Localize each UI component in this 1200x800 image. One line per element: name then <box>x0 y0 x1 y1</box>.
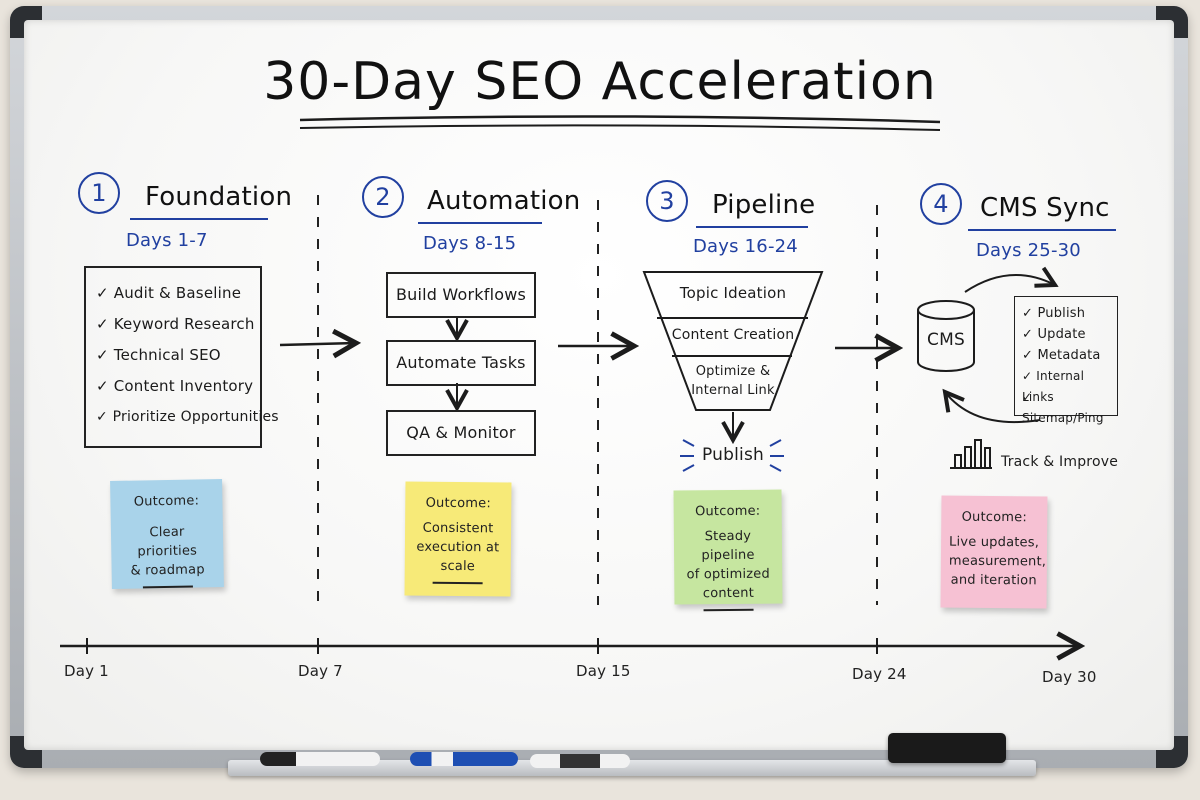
checkmark-icon: ✓ <box>1022 348 1038 363</box>
phase-number: 4 <box>920 183 962 225</box>
phase-arrow <box>279 343 356 345</box>
phase-underline <box>418 222 542 224</box>
cms-label: CMS <box>927 330 965 350</box>
phase-number: 1 <box>78 172 120 214</box>
checklist-item: ✓ Content Inventory <box>96 377 254 395</box>
automation-step: Automate Tasks <box>386 340 536 386</box>
cms-action: ✓ Update <box>1022 327 1086 342</box>
phase-title: Automation <box>427 186 581 216</box>
cycle-arrow <box>964 275 1055 293</box>
phase-number: 3 <box>646 180 688 222</box>
timeline-label: Day 30 <box>1042 668 1097 686</box>
title-underline <box>299 115 941 124</box>
checkmark-icon: ✓ <box>96 284 114 302</box>
checklist-item: ✓ Keyword Research <box>96 315 255 333</box>
checkmark-icon: ✓ <box>1022 369 1037 383</box>
pipeline-funnel <box>642 271 824 411</box>
phase-days: Days 8-15 <box>423 233 517 254</box>
timeline-label: Day 7 <box>298 662 343 680</box>
timeline-label: Day 24 <box>852 665 907 683</box>
phase-days: Days 1-7 <box>126 230 208 251</box>
checklist-item: ✓ Audit & Baseline <box>96 284 242 302</box>
phase-days: Days 25-30 <box>976 240 1081 261</box>
phase-underline <box>968 229 1116 231</box>
cms-action: ✓ Metadata <box>1022 348 1101 363</box>
checkmark-icon: ✓ <box>96 315 114 333</box>
phase-number: 2 <box>362 176 404 218</box>
cms-database-icon <box>917 300 975 372</box>
blue-marker[interactable] <box>410 752 518 766</box>
checkmark-icon: ✓ <box>1022 306 1038 321</box>
funnel-stage: Optimize & <box>695 364 771 379</box>
timeline-ticks <box>86 638 878 654</box>
cycle-arrow <box>945 392 1041 424</box>
cms-action: ✓ Publish <box>1022 306 1086 321</box>
foundation-checklist: ✓ Audit & Baseline ✓ Keyword Research ✓ … <box>84 266 279 448</box>
phase-underline <box>130 218 268 220</box>
timeline-label: Day 15 <box>576 662 631 680</box>
title-underline <box>299 124 941 131</box>
outcome-sticky-note: Outcome: Live updates,measurement,and it… <box>940 495 1048 609</box>
cms-actions-list: ✓ Publish ✓ Update ✓ Metadata ✓ Internal… <box>1014 296 1118 425</box>
board-title: 30-Day SEO Acceleration <box>263 52 937 112</box>
outcome-sticky-note: Outcome: Clear priorities& roadmap <box>110 479 224 589</box>
funnel-stage: Internal Link <box>691 383 775 398</box>
cms-action: ✓ Internal Links <box>1022 369 1085 404</box>
checklist-item: ✓ Technical SEO <box>96 346 221 364</box>
phase-title: Foundation <box>145 182 293 212</box>
gray-marker[interactable] <box>530 754 630 768</box>
checkmark-icon: ✓ <box>96 346 114 364</box>
phase-title: Pipeline <box>712 190 816 220</box>
checkmark-icon: ✓ <box>96 377 114 395</box>
checkmark-icon: ✓ <box>96 409 113 425</box>
cms-action: ✓ Sitemap/Ping <box>1022 390 1104 425</box>
track-improve-label: Track & Improve <box>1001 454 1119 470</box>
phase-days: Days 16-24 <box>693 236 798 257</box>
funnel-stage: Content Creation <box>671 327 795 343</box>
timeline-label: Day 1 <box>64 662 109 680</box>
eraser[interactable] <box>888 733 1006 763</box>
publish-emphasis <box>680 439 784 472</box>
automation-step: Build Workflows <box>386 272 536 318</box>
publish-label: Publish <box>702 445 764 465</box>
phase-underline <box>696 226 808 228</box>
checkmark-icon: ✓ <box>1022 327 1038 342</box>
checklist-item: ✓ Prioritize Opportunities <box>96 409 279 425</box>
checkmark-icon: ✓ <box>1022 390 1033 404</box>
funnel-stage: Topic Ideation <box>679 284 787 302</box>
phase-title: CMS Sync <box>980 193 1110 223</box>
black-marker[interactable] <box>260 752 380 766</box>
bar-chart-icon <box>950 439 992 469</box>
automation-step: QA & Monitor <box>386 410 536 456</box>
